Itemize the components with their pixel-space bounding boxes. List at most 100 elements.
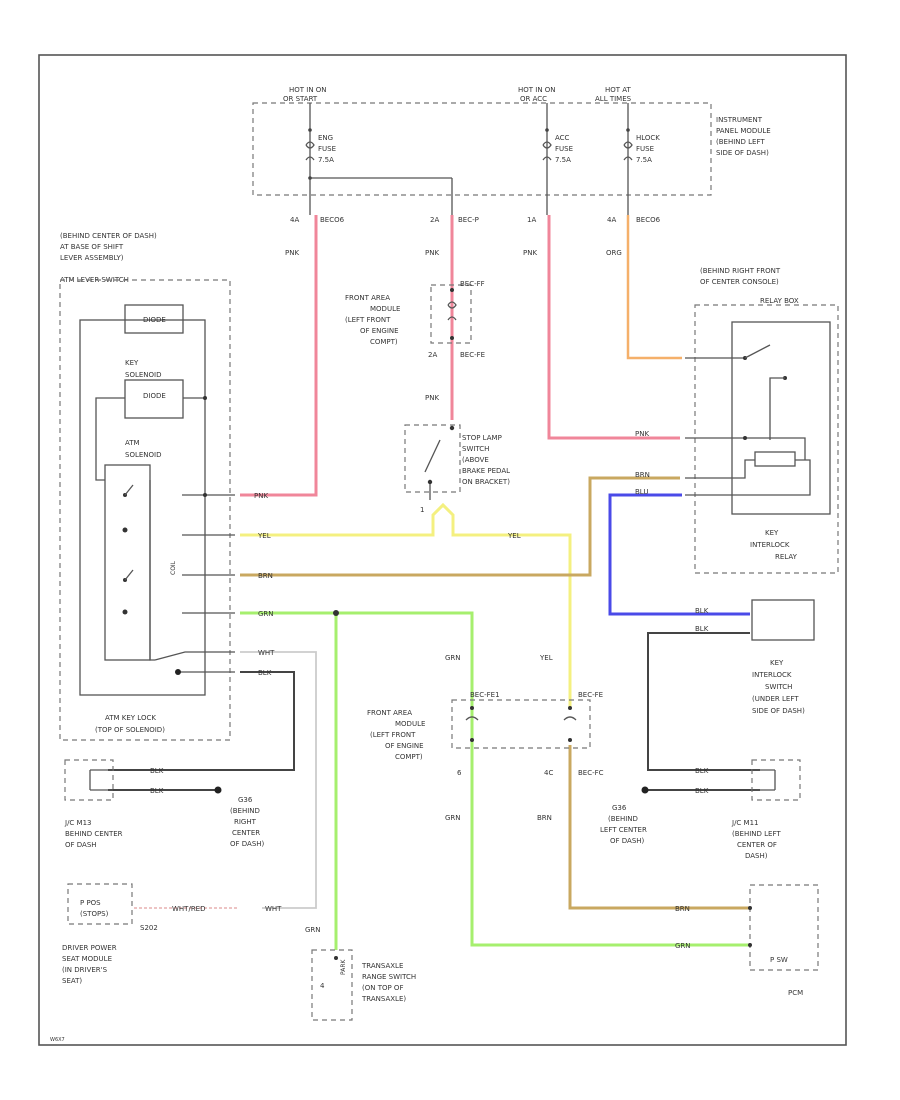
svg-text:ON BRACKET): ON BRACKET): [462, 478, 510, 486]
svg-text:SEAT MODULE: SEAT MODULE: [62, 955, 112, 963]
svg-text:HOT IN ON: HOT IN ON: [518, 86, 556, 94]
svg-text:PARK: PARK: [340, 958, 347, 975]
svg-text:KEY: KEY: [125, 359, 139, 367]
svg-text:7.5A: 7.5A: [636, 156, 652, 164]
svg-text:SWITCH: SWITCH: [462, 445, 489, 453]
svg-text:(BEHIND: (BEHIND: [608, 815, 638, 823]
svg-text:BRN: BRN: [537, 814, 552, 822]
svg-text:BEC-FC: BEC-FC: [578, 769, 604, 777]
wire-blu: [608, 493, 750, 616]
svg-text:P POS: P POS: [80, 899, 101, 907]
svg-text:PNK: PNK: [635, 430, 649, 438]
svg-text:WHT: WHT: [258, 649, 275, 657]
ground-g36-right: G36 (BEHIND RIGHT CENTER OF DASH): [230, 796, 265, 848]
key-solenoid-box: [124, 379, 184, 419]
svg-text:BLK: BLK: [695, 767, 709, 775]
svg-text:WHT/RED: WHT/RED: [172, 905, 206, 913]
svg-text:HOT IN ON: HOT IN ON: [289, 86, 327, 94]
wire-brn-2: [568, 745, 750, 910]
svg-text:INSTRUMENT: INSTRUMENT: [716, 116, 763, 124]
svg-text:PCM: PCM: [788, 989, 803, 997]
svg-text:CENTER OF: CENTER OF: [737, 841, 777, 849]
key-interlock-relay: (BEHIND RIGHT FRONT OF CENTER CONSOLE) R…: [685, 267, 839, 574]
svg-text:RELAY: RELAY: [775, 553, 798, 561]
svg-text:BLU: BLU: [635, 488, 648, 496]
svg-text:OF DASH: OF DASH: [65, 841, 97, 849]
svg-text:1A: 1A: [527, 216, 536, 224]
svg-text:YEL: YEL: [507, 532, 521, 540]
svg-text:FUSE: FUSE: [555, 145, 573, 153]
svg-text:SOLENOID: SOLENOID: [125, 371, 161, 379]
svg-text:BLK: BLK: [150, 787, 164, 795]
front-area-module-top: BEC-FF BEC-FE 2A FRONT AREA MODULE (LEFT…: [345, 280, 485, 402]
svg-text:KEY: KEY: [770, 659, 784, 667]
svg-text:BEHIND CENTER: BEHIND CENTER: [65, 830, 123, 838]
svg-text:FRONT AREA: FRONT AREA: [345, 294, 390, 302]
svg-text:SIDE OF DASH): SIDE OF DASH): [716, 149, 769, 157]
svg-text:BEC-FE: BEC-FE: [460, 351, 485, 359]
svg-text:(UNDER LEFT: (UNDER LEFT: [752, 695, 799, 703]
svg-text:ATM LEVER SWITCH: ATM LEVER SWITCH: [60, 276, 129, 284]
jc-m13: J/C M13 BEHIND CENTER OF DASH: [64, 759, 123, 849]
svg-text:GRN: GRN: [675, 942, 691, 950]
svg-text:INTERLOCK: INTERLOCK: [750, 541, 790, 549]
svg-text:4A: 4A: [607, 216, 616, 224]
diode-box: [124, 304, 184, 334]
svg-text:PNK: PNK: [254, 492, 268, 500]
wire-pnk-3: [547, 215, 680, 440]
svg-text:LEVER ASSEMBLY): LEVER ASSEMBLY): [60, 254, 124, 262]
stop-lamp-switch: STOP LAMP SWITCH (ABOVE BRAKE PEDAL ON B…: [404, 424, 510, 514]
svg-text:2A: 2A: [430, 216, 439, 224]
svg-text:7.5A: 7.5A: [318, 156, 334, 164]
svg-text:1: 1: [420, 506, 424, 514]
svg-text:AT BASE OF SHIFT: AT BASE OF SHIFT: [60, 243, 124, 251]
acc-fuse-label: ACC: [555, 134, 570, 142]
svg-text:BLK: BLK: [695, 607, 709, 615]
driver-power-seat-module: P POS (STOPS) S202 DRIVER POWER SEAT MOD…: [62, 883, 158, 985]
eng-fuse-label: ENG: [318, 134, 333, 142]
svg-text:4C: 4C: [544, 769, 553, 777]
svg-text:PANEL MODULE: PANEL MODULE: [716, 127, 771, 135]
wire-blk-2: [647, 632, 760, 771]
svg-text:BEC-FE1: BEC-FE1: [470, 691, 500, 699]
svg-text:TRANSAXLE): TRANSAXLE): [361, 995, 406, 1003]
svg-text:BEC-FF: BEC-FF: [460, 280, 485, 288]
svg-text:OF DASH): OF DASH): [610, 837, 645, 845]
svg-text:(BEHIND RIGHT FRONT: (BEHIND RIGHT FRONT: [700, 267, 781, 275]
svg-text:GRN: GRN: [445, 654, 461, 662]
svg-text:(BEHIND LEFT: (BEHIND LEFT: [732, 830, 781, 838]
svg-text:SIDE OF DASH): SIDE OF DASH): [752, 707, 805, 715]
svg-text:(STOPS): (STOPS): [80, 910, 109, 918]
svg-text:BLK: BLK: [695, 787, 709, 795]
svg-text:WHT: WHT: [265, 905, 282, 913]
svg-text:HOT AT: HOT AT: [605, 86, 632, 94]
svg-text:OF DASH): OF DASH): [230, 840, 265, 848]
svg-text:GRN: GRN: [305, 926, 321, 934]
svg-text:(TOP OF SOLENOID): (TOP OF SOLENOID): [95, 726, 165, 734]
svg-text:BRN: BRN: [258, 572, 273, 580]
svg-text:OF CENTER CONSOLE): OF CENTER CONSOLE): [700, 278, 779, 286]
svg-text:G36: G36: [238, 796, 253, 804]
svg-text:LEFT CENTER: LEFT CENTER: [600, 826, 647, 834]
svg-text:COIL: COIL: [170, 560, 177, 575]
svg-text:OF ENGINE: OF ENGINE: [385, 742, 424, 750]
svg-text:FUSE: FUSE: [318, 145, 336, 153]
wire-brn-1: [240, 476, 680, 577]
wire-pnk-1: [240, 215, 318, 497]
instrument-panel-module: HOT IN ON OR START HOT IN ON OR ACC HOT …: [252, 86, 771, 215]
svg-text:(ON TOP OF: (ON TOP OF: [362, 984, 403, 992]
atm-solenoid-box: [104, 464, 151, 661]
svg-text:OR ACC: OR ACC: [520, 95, 547, 103]
svg-text:PNK: PNK: [425, 249, 439, 257]
svg-text:BRN: BRN: [675, 905, 690, 913]
svg-text:DIODE: DIODE: [143, 392, 166, 400]
wire-wht: [240, 651, 317, 909]
svg-text:PNK: PNK: [425, 394, 439, 402]
svg-text:ATM: ATM: [125, 439, 140, 447]
svg-text:(ABOVE: (ABOVE: [462, 456, 489, 464]
svg-text:PNK: PNK: [285, 249, 299, 257]
svg-text:RELAY BOX: RELAY BOX: [760, 297, 799, 305]
svg-text:BRAKE PEDAL: BRAKE PEDAL: [462, 467, 510, 475]
svg-text:RIGHT: RIGHT: [234, 818, 257, 826]
